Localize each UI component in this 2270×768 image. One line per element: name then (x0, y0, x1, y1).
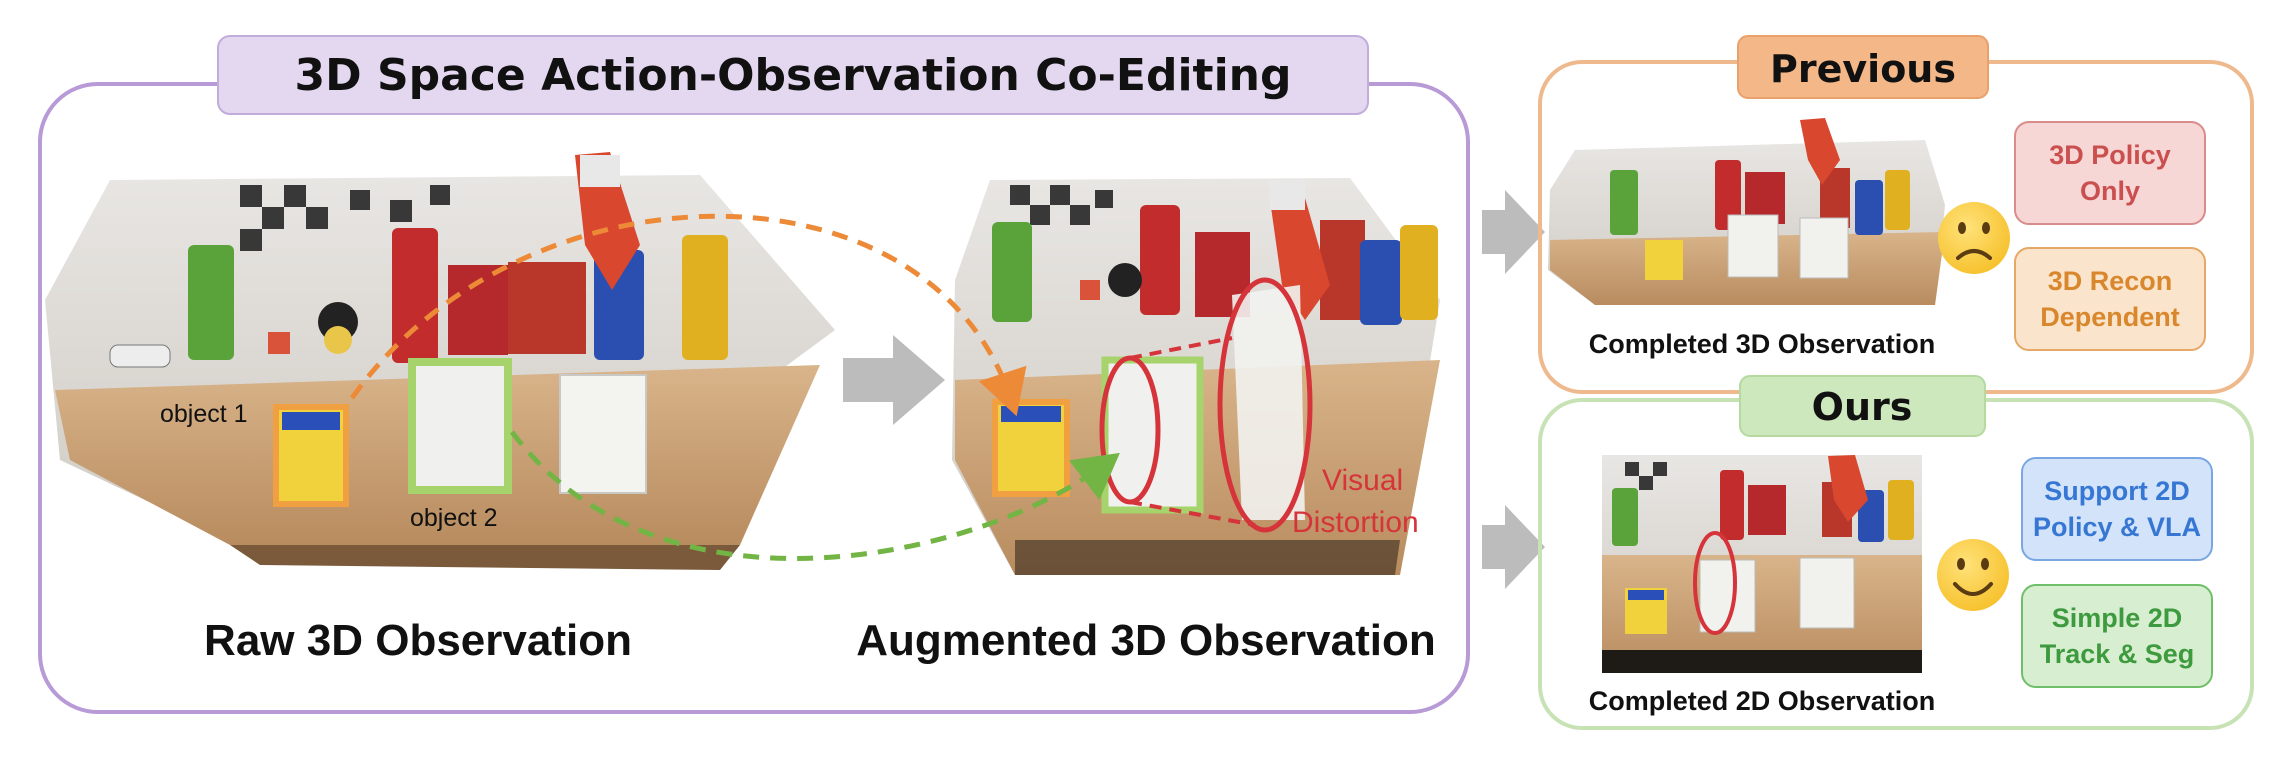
object-1-label: object 1 (160, 400, 248, 428)
previous-tag-policy-line1: 3D Policy (2049, 140, 2171, 170)
left-panel-title: 3D Space Action-Observation Co-Editing (295, 50, 1292, 101)
ours-highlight-marker (1693, 531, 1737, 635)
raw-to-augmented-arrow (843, 335, 945, 425)
distortion-label-line1: Visual (1322, 464, 1403, 497)
object-2-box (408, 358, 512, 494)
raw-3d-caption: Raw 3D Observation (204, 616, 632, 665)
object-2-edit-arrow (509, 430, 1120, 561)
previous-title-box (1737, 35, 1989, 99)
ours-tag-track-line2: Track & Seg (2040, 639, 2195, 669)
previous-tag-recon (2014, 247, 2206, 351)
previous-tag-recon-line1: 3D Recon (2048, 266, 2173, 296)
ours-tag-track-line1: Simple 2D (2052, 603, 2183, 633)
sad-face-icon (1938, 202, 2010, 274)
previous-caption: Completed 3D Observation (1589, 329, 1936, 359)
to-ours-arrow (1482, 505, 1545, 589)
left-panel-title-box (217, 35, 1369, 115)
ours-tag-track (2021, 584, 2213, 688)
augmented-3d-caption: Augmented 3D Observation (856, 616, 1435, 665)
distortion-markers (1099, 277, 1313, 533)
previous-tag-policy-line2: Only (2080, 176, 2140, 206)
previous-tag-recon-line2: Dependent (2040, 302, 2180, 332)
object-1-edit-arrow (349, 213, 1027, 417)
previous-tag-policy (2014, 121, 2206, 225)
ours-title: Ours (1812, 385, 1913, 429)
previous-title: Previous (1770, 47, 1956, 91)
previous-scene-image (1548, 118, 1945, 305)
ours-tag-policy-line1: Support 2D (2044, 476, 2190, 506)
happy-face-icon (1937, 539, 2009, 611)
ours-scene-image (1602, 455, 1922, 673)
ours-title-box (1739, 375, 1986, 437)
to-previous-arrow (1482, 190, 1545, 274)
distortion-label-line2: Distortion (1292, 506, 1419, 539)
ours-caption: Completed 2D Observation (1589, 686, 1936, 716)
ours-tag-policy-line2: Policy & VLA (2033, 512, 2201, 542)
ours-tag-policy (2021, 457, 2213, 561)
object-2-label: object 2 (410, 504, 498, 532)
raw-3d-scene (45, 152, 835, 570)
